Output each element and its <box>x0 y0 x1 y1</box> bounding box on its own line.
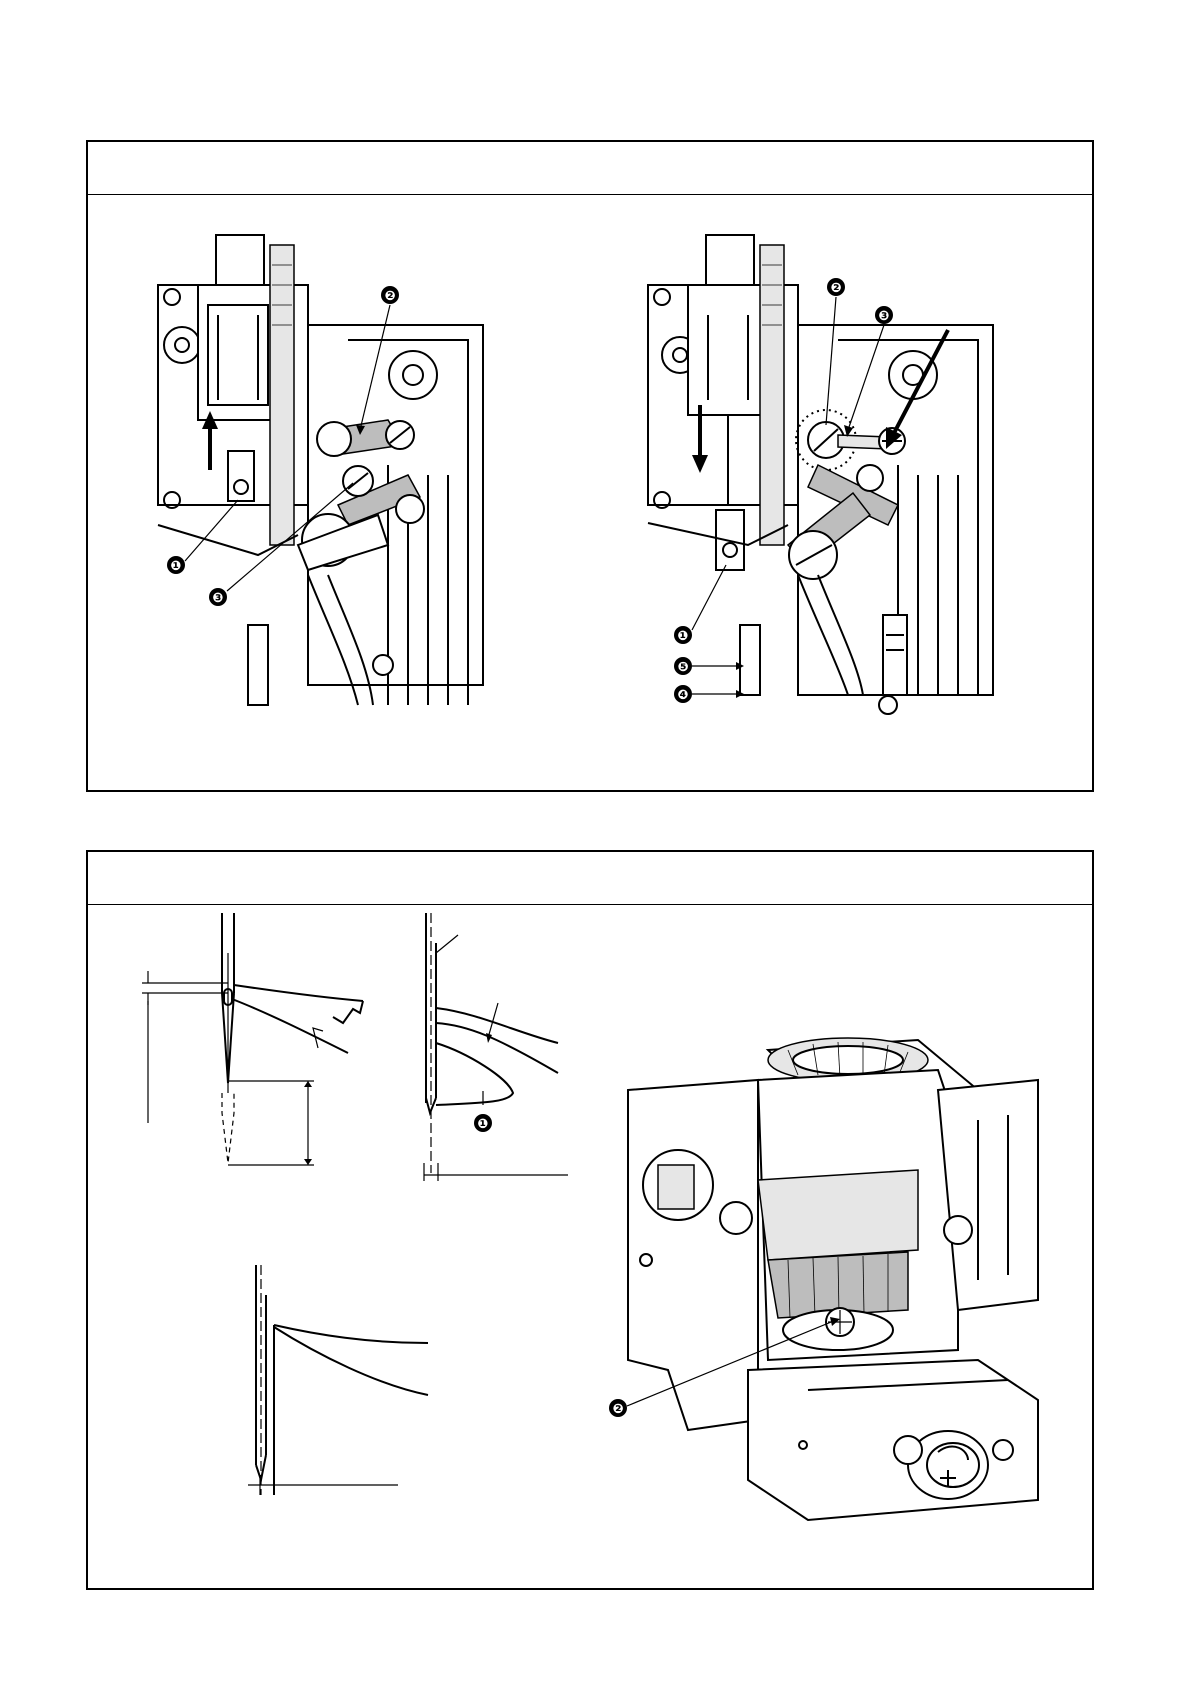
figure-mechanism-right: ❷ ❸ ❶ ❺ ❹ <box>648 225 1008 645</box>
top-panel-header <box>88 142 1092 195</box>
callout-2: ❷ <box>384 289 395 304</box>
figure-needle-looper-gap <box>238 1265 458 1515</box>
callout-1: ❶ <box>677 629 688 644</box>
callout-5: ❺ <box>677 660 688 675</box>
callout-2: ❷ <box>830 281 841 296</box>
bottom-panel: ❶ <box>86 850 1094 1590</box>
figure-looper-needle: ❶ <box>408 913 608 1183</box>
bottom-panel-header <box>88 852 1092 905</box>
figure-mechanism-left: ❷ ❶ ❸ <box>158 225 498 645</box>
callout-4: ❹ <box>677 688 688 703</box>
callout-3: ❸ <box>212 591 223 606</box>
bottom-panel-body: ❶ <box>88 905 1092 1588</box>
callout-3: ❸ <box>878 309 889 324</box>
top-panel: ❷ ❶ ❸ <box>86 140 1094 792</box>
callout-2: ❷ <box>612 1402 623 1417</box>
callout-1: ❶ <box>170 559 181 574</box>
callout-1: ❶ <box>477 1117 488 1132</box>
figure-needle-eye-height <box>138 913 388 1193</box>
top-panel-body: ❷ ❶ ❸ <box>88 195 1092 790</box>
figure-hook-assembly: ❷ <box>608 1020 1048 1520</box>
